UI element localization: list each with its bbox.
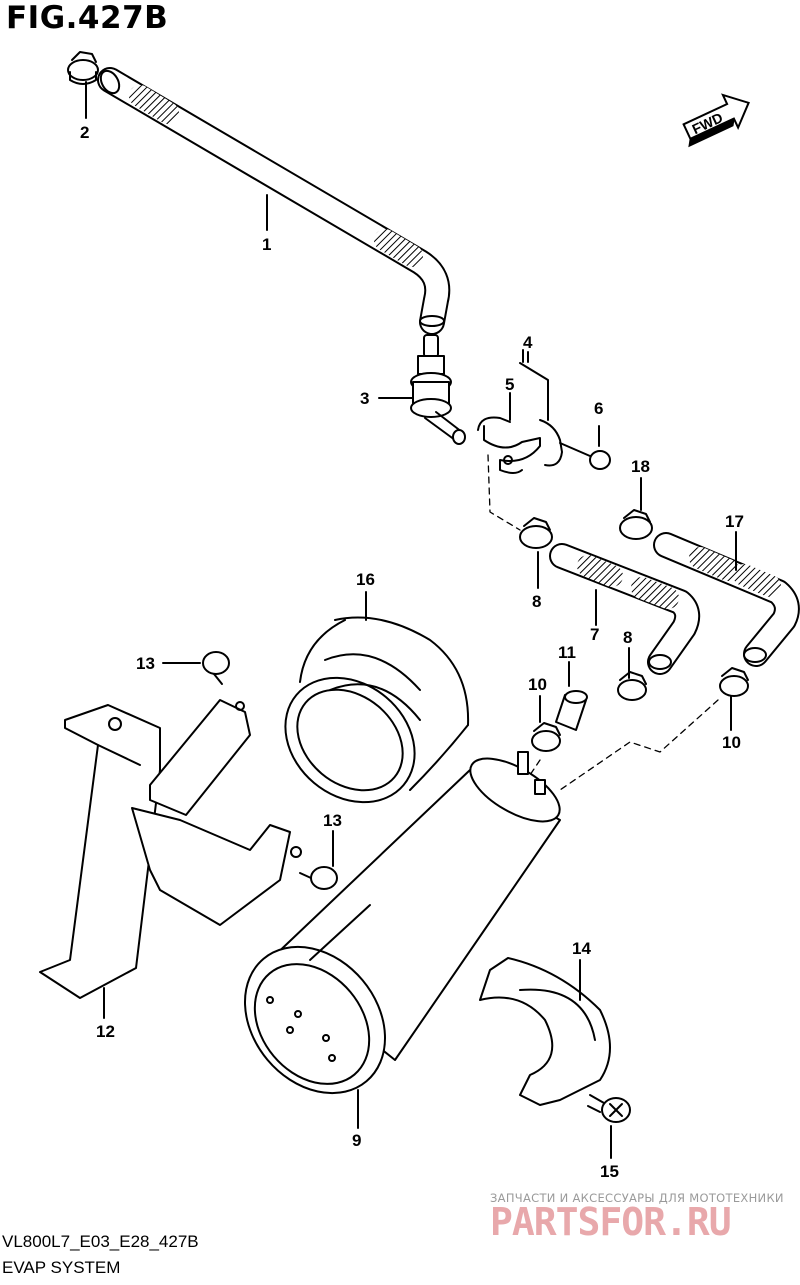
callout-8-lower: 8: [623, 628, 632, 647]
callout-10-left: 10: [528, 675, 547, 694]
callout-17: 17: [725, 512, 744, 531]
callout-18: 18: [631, 457, 650, 476]
purge-hose-part-7: [549, 543, 701, 675]
system-name: EVAP SYSTEM: [2, 1258, 121, 1277]
callout-labels: 1 2 3 4 5 6 7 8 8 9 10 10 11 12 13 13 14…: [80, 123, 744, 1181]
canister-cushion-part-16: [284, 591, 470, 804]
callout-9: 9: [352, 1131, 361, 1150]
callout-10-right: 10: [722, 733, 741, 752]
mounting-bracket-part-4: [477, 351, 563, 474]
hose-clamp-part-18: [619, 477, 653, 540]
short-hose-part-11: [555, 661, 588, 731]
callout-8-upper: 8: [532, 592, 541, 611]
callout-6: 6: [594, 399, 603, 418]
watermark-tagline: ЗАПЧАСТИ И АКСЕССУАРЫ ДЛЯ МОТОТЕХНИКИ: [490, 1191, 784, 1205]
forward-direction-arrow: FWD: [682, 93, 750, 148]
bolt-part-13-lower: [299, 830, 338, 890]
vent-hose-part-17: [653, 531, 800, 667]
callout-4: 4: [523, 333, 533, 352]
callout-14: 14: [572, 939, 591, 958]
bolt-part-13-upper: [162, 651, 230, 685]
hose-clamp-part-10-left: [531, 695, 561, 752]
callout-11: 11: [558, 643, 576, 662]
canister-band-part-14: [479, 957, 611, 1106]
watermark-brand: PARTSFOR.RU: [490, 1200, 732, 1244]
screw-part-6: [559, 425, 611, 470]
vent-hose-part-1: [97, 67, 451, 335]
hose-clamp-part-8-upper: [519, 517, 553, 589]
callout-3: 3: [360, 389, 369, 408]
callout-5: 5: [505, 375, 514, 394]
callout-13-upper: 13: [136, 654, 155, 673]
model-code: VL800L7_E03_E28_427B: [2, 1232, 199, 1251]
evap-canister-part-9: [243, 751, 561, 1129]
hose-clamp-part-8-lower: [617, 647, 647, 701]
hose-clamp-part-2: [67, 51, 99, 85]
callout-13-lower: 13: [323, 811, 342, 830]
callout-12: 12: [96, 1022, 115, 1041]
callout-2: 2: [80, 123, 89, 142]
callout-16: 16: [356, 570, 375, 589]
figure-title: FIG.427B: [6, 0, 169, 36]
evap-valve-part-3: [378, 334, 466, 445]
callout-15: 15: [600, 1162, 619, 1181]
callout-7: 7: [590, 625, 599, 644]
canister-bracket-part-12: [39, 699, 302, 1019]
screw-part-15: [587, 1094, 631, 1159]
callout-1: 1: [262, 235, 271, 254]
hose-clamp-part-10-right: [719, 667, 749, 731]
